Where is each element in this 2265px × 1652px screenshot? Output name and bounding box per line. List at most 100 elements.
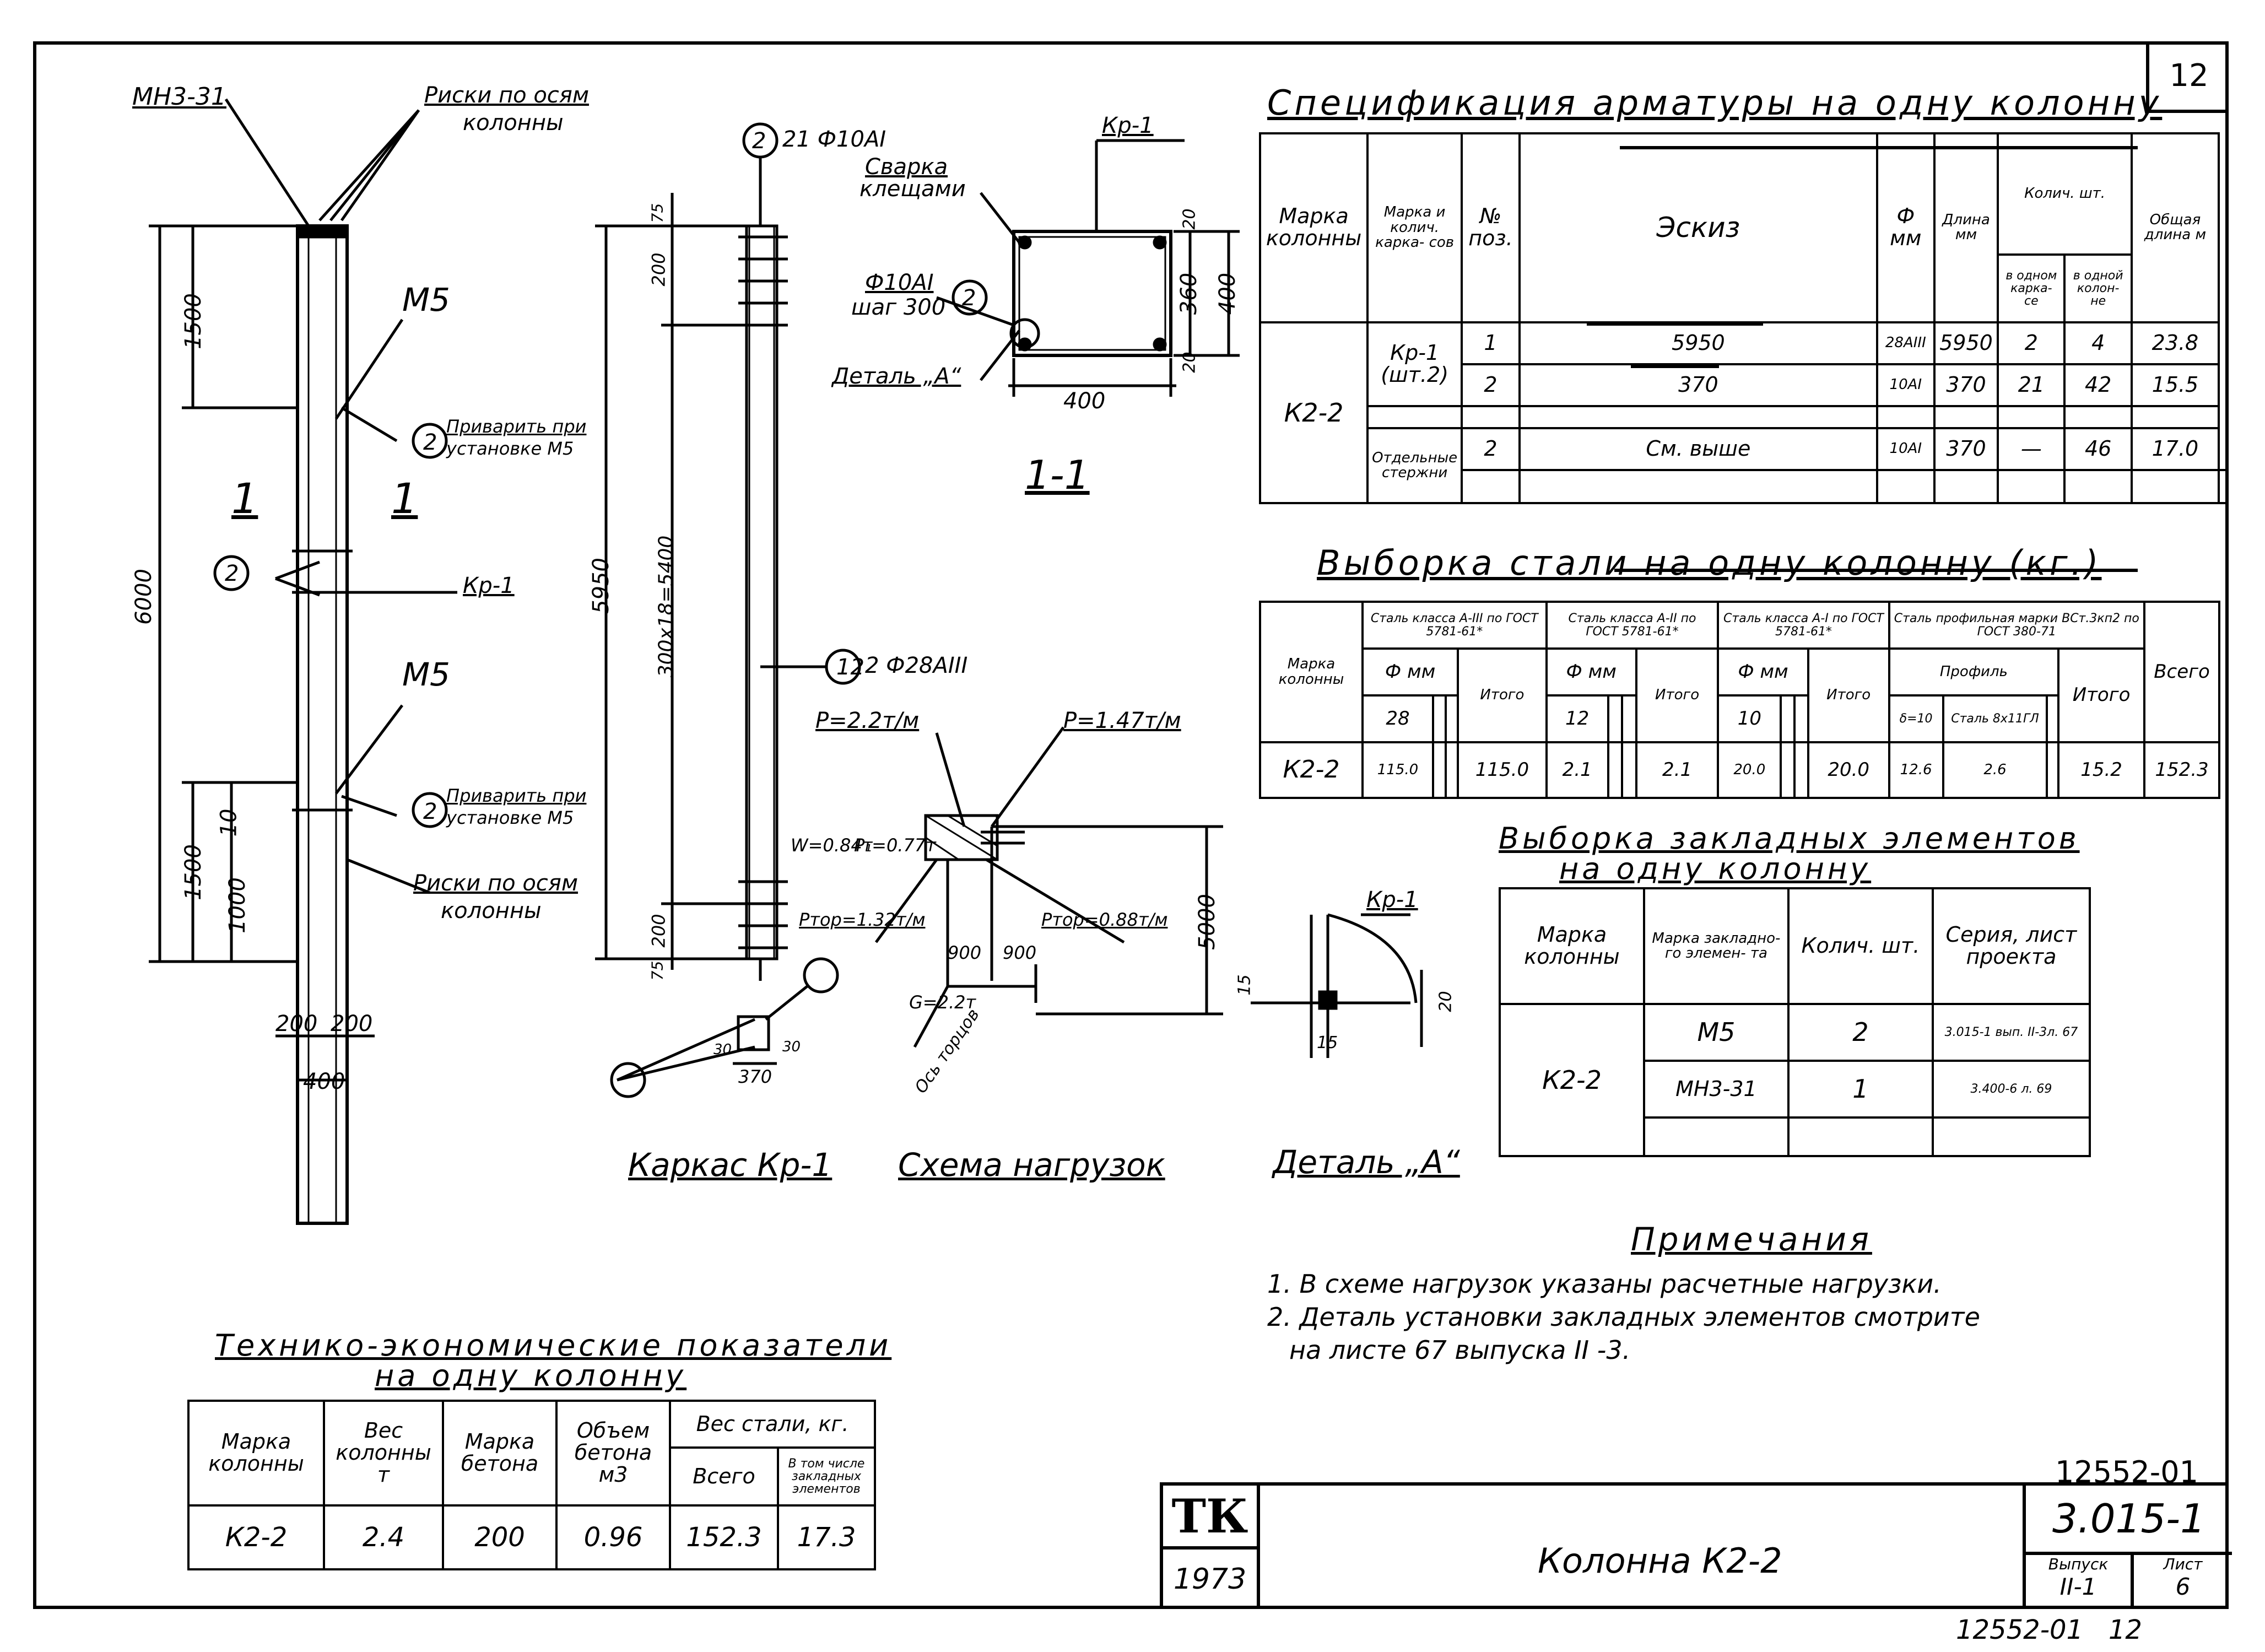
marker-2-c: 2 [423,799,437,824]
dim-20-b: 20 [1180,352,1199,373]
embed-h-qty: Колич. шт. [1787,887,1934,1005]
dim-400: 400 [303,1069,345,1094]
section-1-1 [1012,230,1172,357]
load-g: G=2.2т [909,992,976,1013]
spec-sep-label: Отдельные стержни [1366,427,1463,505]
steel-table: Марка колонны Сталь класса А-III по ГОСТ… [1259,601,2220,799]
callout-riski-bot-2: колонны [441,898,542,924]
spec-row-sep: Отдельные стержни 2 См. выше 10АI 370 — … [1260,427,2228,505]
spec-cell: 2 [1461,363,1521,407]
label-step-2: шаг 300 [851,295,946,320]
embed-row-2: МН3-31 1 3.400-6 л. 69 [1500,1060,2091,1119]
spec-cell: 46 [2063,427,2133,472]
embed-cell: 1 [1787,1060,1934,1119]
steel-h-a3: Сталь класса А-III по ГОСТ 5781-61* [1361,601,1548,650]
load-w: W=0.84т [791,835,873,856]
embed-h-marka: Марка колонны [1499,887,1645,1005]
steel-d: 12 [1545,694,1609,743]
load-p1: P=2.2т/м [815,708,920,733]
embed-cell: 3.015-1 вып. II-3л. 67 [1931,1003,2091,1062]
steel-h-a1: Сталь класса А-I по ГОСТ 5781-61* [1717,601,1890,650]
spec-h-marka-k: Марка и колич. карка- сов [1366,132,1463,323]
caption-schema: Схема нагрузок [898,1146,1165,1184]
tech-h-obem: Объем бетона м3 [555,1400,671,1507]
steel-d: Сталь 8х11ГЛ [1942,694,2048,743]
steel-cell: 20.0 [1807,741,1890,799]
spec-table: Марка колонны Марка и колич. карка- сов … [1258,132,2229,505]
embed-cell: 2 [1787,1003,1934,1062]
tech-h-steel: Вес стали, кг. [669,1400,876,1449]
tech-row: К2-2 2.4 200 0.96 152.3 17.3 [187,1504,876,1570]
tech-cell: 0.96 [555,1504,671,1570]
callout-m5-b: М5 [402,656,450,693]
steel-h-itogo: Итого [1635,647,1720,743]
steel-h-profil: Профиль [1888,647,2060,697]
tech-title-1: Технико-экономические показатели [215,1328,892,1363]
spec-cell: 10АI [1875,363,1936,407]
dim-900-b: 900 [1003,942,1037,963]
stamp-year: 1973 [1163,1550,1260,1609]
spec-cell: См. выше [1518,427,1878,472]
detail-kr1: Кр-1 [1366,887,1418,913]
steel-cell: 115.0 [1457,741,1548,799]
spec-cell: 15.5 [2130,363,2220,407]
steel-h-itogo: Итого [1807,647,1890,743]
steel-h-marka: Марка колонны [1259,601,1364,743]
note-line: на листе 67 выпуска II -3. [1289,1335,1631,1365]
stamp-right: 3.015-1 Выпуск II-1 Лист 6 [2023,1486,2232,1609]
spec-h-total: Общая длина м [2130,132,2220,323]
embed-col: К2-2 [1499,1003,1645,1157]
marker-2-section: 2 [962,285,976,311]
spec-h-q2: в одной колон- не [2063,253,2133,323]
dim-400-h: 400 [1063,388,1106,414]
embed-cell: МН3-31 [1642,1060,1790,1119]
footer-code: 12552-01 12 [1956,1615,2142,1645]
callout-mn331: МН3-31 [132,83,226,111]
spec-cell: 370 [1933,363,1999,407]
detail-15-b: 15 [1317,1033,1338,1052]
note-line: 1. В схеме нагрузок указаны расчетные на… [1267,1269,1942,1299]
section-title: 1-1 [1025,452,1090,498]
tech-h-vsego: Всего [669,1446,779,1507]
tech-h-marka: Марка колонны [187,1400,325,1507]
dim-6000: 6000 [131,569,156,625]
dim-900-a: 900 [948,942,982,963]
steel-cell: 115.0 [1361,741,1434,799]
dim-360: 360 [1176,272,1202,315]
dim-370: 370 [738,1066,772,1087]
detail-20: 20 [1436,991,1456,1012]
spec-row-2: 2 370 10АI 370 21 42 15.5 [1260,363,2228,407]
tech-h-zakl: В том числе закладных элементов [777,1446,876,1507]
spec-cell: 17.0 [2130,427,2220,472]
tech-table: Марка колонны Вес колонны т Марка бетона… [187,1400,876,1570]
steel-cell: 2.1 [1545,741,1609,799]
steel-cell: 152.3 [2143,741,2220,799]
dim-20-a: 20 [1180,208,1199,230]
dim-1500-bottom: 1500 [180,844,206,900]
callout-riski-bot-1: Риски по осям [413,871,579,896]
dim-200-kt: 200 [648,252,669,287]
dim-75-bot: 75 [648,960,667,981]
load-ptop2: Pтор=0.88т/м [1041,909,1168,930]
steel-title: Выборка стали на одну колонну (кг.) [1317,543,2102,583]
sheet-number: 12 [2146,41,2229,113]
steel-h-itogo: Итого [1457,647,1548,743]
cage-kr1 [745,224,779,960]
stamp-logo: ТК [1163,1486,1260,1550]
section-mark-left: 1 [231,474,258,523]
callout-privarit-a-2: установке М5 [446,438,574,459]
caption-detal: Деталь „А“ [1273,1143,1460,1181]
spec-h-qty: Колич. шт. [1997,132,2133,256]
callout-riski-top-1: Риски по осям [424,83,590,108]
steel-h-phi: Ф мм [1545,647,1637,697]
label-kr1-section: Кр-1 [1102,113,1154,138]
notes-body: 1. В схеме нагрузок указаны расчетные на… [1267,1267,1980,1367]
dim-1000: 1000 [224,877,250,933]
embed-h-seria: Серия, лист проекта [1931,887,2091,1005]
stamp-name: Колонна К2-2 [1538,1541,1782,1581]
spec-row-1: К2-2 Кр-1 (шт.2) 1 5950 28АIII 5950 2 4 … [1258,321,2228,505]
dim-spacing: 300х18=5400 [655,535,678,678]
steel-h-phi: Ф мм [1361,647,1459,697]
tech-title-2: на одну колонну [375,1358,687,1393]
